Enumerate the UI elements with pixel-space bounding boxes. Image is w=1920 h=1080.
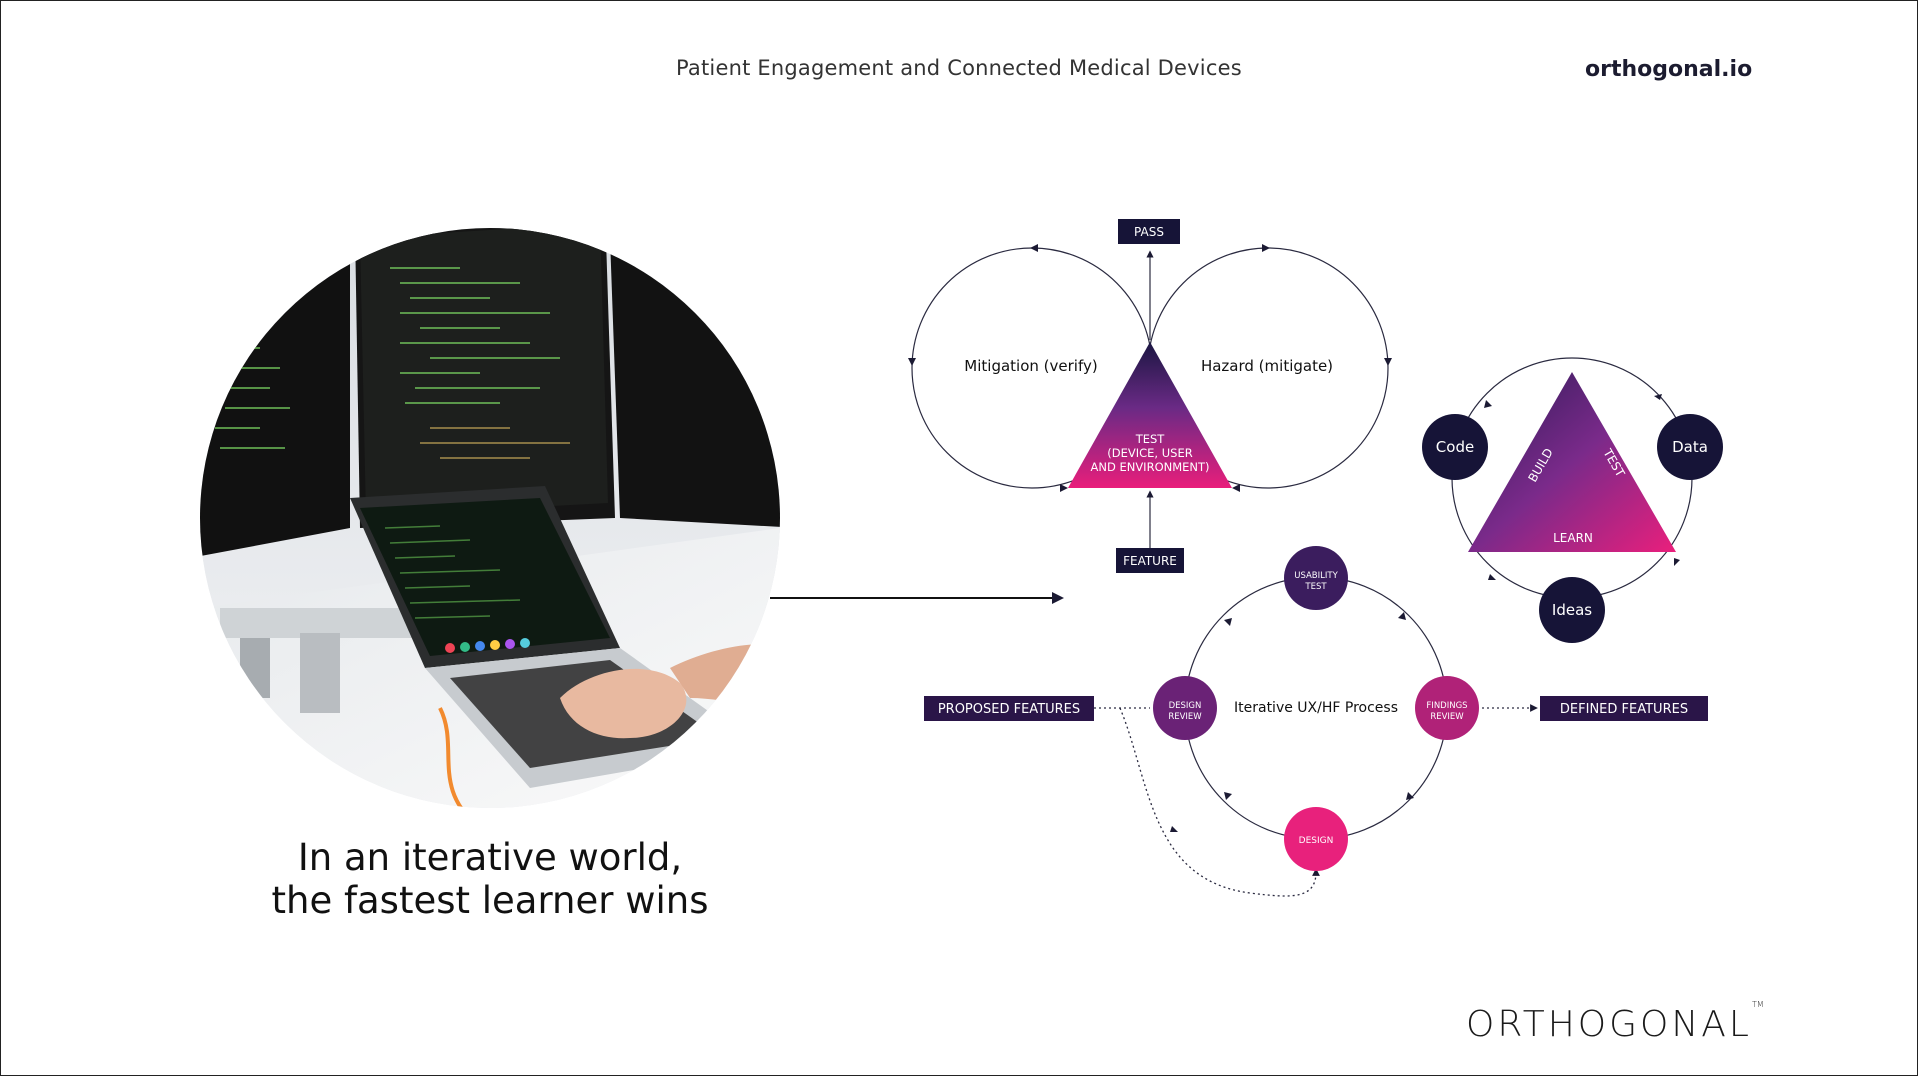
tagline-line-1: In an iterative world, [297,836,683,879]
proposed-features-label: PROPOSED FEATURES [938,702,1080,717]
lean-arrow-1 [1484,400,1492,408]
page-title: Patient Engagement and Connected Medical… [676,56,1242,80]
code-node-label: Code [1436,438,1474,456]
proposed-features-box [924,696,1094,721]
design-node-label: DESIGN [1299,836,1334,846]
test-triangle [1068,342,1232,488]
data-node-label: Data [1672,438,1708,456]
loop-arrow-6 [1232,484,1240,492]
mitigation-label: Mitigation (verify) [964,357,1097,375]
code-node [1422,414,1488,480]
ux-arrow-4 [1224,618,1232,626]
ux-process-center-label: Iterative UX/HF Process [1234,700,1398,716]
feature-box [1116,548,1184,573]
usability-test-node [1284,546,1348,610]
findings-review-node [1415,676,1479,740]
loop-arrow-3 [908,358,916,366]
lean-loop: BUILD TEST LEARN Code Data Ideas [1422,357,1723,643]
tagline-line-2: the fastest learner wins [271,879,709,922]
loop-arrow-2 [1262,244,1270,252]
pass-box [1118,219,1180,244]
proposed-to-design-connector [1119,707,1320,897]
lean-triangle [1468,372,1676,552]
loop-arrow-1 [1030,244,1038,252]
logo-text: ORTHOGONAL [1466,1004,1752,1045]
defined-features-label: DEFINED FEATURES [1560,702,1688,717]
hazard-label: Hazard (mitigate) [1201,357,1333,375]
tagline: In an iterative world, the fastest learn… [200,836,780,922]
test-label-2: (DEVICE, USER [1107,446,1192,460]
pass-label: PASS [1134,225,1164,239]
ux-process: PROPOSED FEATURES DEFINED FEATURES Itera… [924,546,1708,897]
feature-label: FEATURE [1123,554,1177,568]
test-label-1: TEST [1135,432,1166,446]
findings-review-label-1: FINDINGS [1426,701,1467,711]
learn-label: LEARN [1553,531,1593,545]
orthogonal-logo: ORTHOGONALTM [1466,1000,1764,1045]
risk-loop: PASS FEATURE Mitigation (verify) Hazard … [908,219,1392,573]
design-review-label-2: REVIEW [1168,712,1202,722]
lean-arrow-3 [1674,558,1680,566]
ux-arrow-1 [1398,612,1406,620]
design-review-node [1153,676,1217,740]
site-link[interactable]: orthogonal.io [1585,57,1753,82]
lean-arrow-4 [1488,574,1496,580]
loop-arrow-5 [1060,484,1068,492]
design-node [1284,807,1348,871]
dotted-arrow [1170,826,1178,832]
data-node [1657,414,1723,480]
ideas-node-label: Ideas [1552,601,1592,619]
design-review-label-1: DESIGN [1169,701,1202,711]
test-label-3: AND ENVIRONMENT) [1090,460,1209,474]
usability-test-label-2: TEST [1304,582,1327,592]
lean-arrow-2 [1654,394,1662,400]
ux-arrow-2 [1406,792,1414,800]
ux-arrow-3 [1224,792,1232,800]
loop-arrow-4 [1384,358,1392,366]
ideas-node [1539,577,1605,643]
defined-features-box [1540,696,1708,721]
logo-trademark: TM [1751,1000,1764,1009]
findings-review-label-2: REVIEW [1430,712,1464,722]
usability-test-label-1: USABILITY [1294,571,1338,581]
